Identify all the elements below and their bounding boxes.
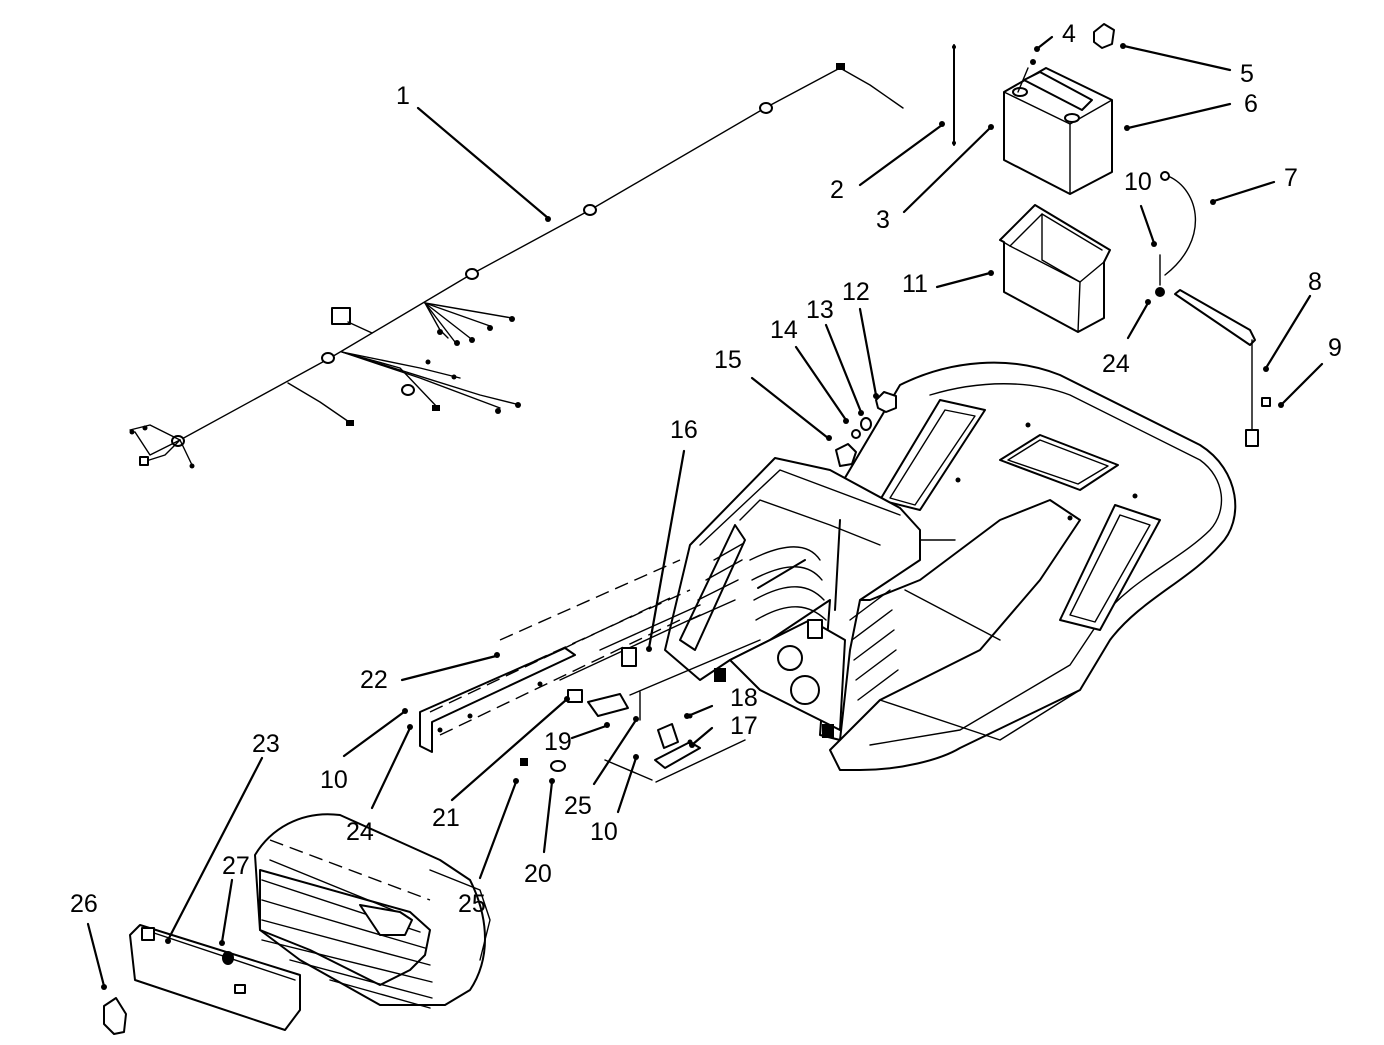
callout-8: 8 <box>1308 268 1322 296</box>
callout-21: 21 <box>432 804 460 832</box>
frame-rail <box>419 559 761 753</box>
callout-18: 18 <box>730 684 758 712</box>
callout-12: 12 <box>842 278 870 306</box>
hood <box>254 813 491 1009</box>
callout-10-lower: 10 <box>590 818 618 846</box>
callout-10-left: 10 <box>320 766 348 794</box>
front-bumper <box>129 924 301 1031</box>
callout-4: 4 <box>1062 20 1076 48</box>
callout-7: 7 <box>1284 164 1298 192</box>
callout-22: 22 <box>360 666 388 694</box>
callout-14: 14 <box>770 316 798 344</box>
rod-part <box>952 44 956 146</box>
terminal-cover <box>1030 23 1115 65</box>
callout-17: 17 <box>730 712 758 740</box>
callout-20: 20 <box>524 860 552 888</box>
callout-labels: 1 2 3 4 5 6 7 10 11 8 24 9 12 13 14 15 1… <box>70 20 1342 918</box>
callout-3: 3 <box>876 206 890 234</box>
callout-1: 1 <box>396 82 410 110</box>
callout-26: 26 <box>70 890 98 918</box>
callout-5: 5 <box>1240 60 1254 88</box>
battery <box>1003 67 1113 195</box>
leader-lines <box>86 35 1324 990</box>
solenoid-assembly <box>520 647 746 783</box>
callout-9: 9 <box>1328 334 1342 362</box>
callout-27: 27 <box>222 852 250 880</box>
decal <box>103 997 127 1035</box>
battery-tray <box>999 204 1111 333</box>
battery-cable <box>1155 171 1197 297</box>
bumper-bolt <box>222 951 234 965</box>
callout-10-battery: 10 <box>1124 168 1152 196</box>
callout-19: 19 <box>544 728 572 756</box>
callout-25-upper: 25 <box>564 792 592 820</box>
wiring-harness <box>129 63 904 469</box>
callout-16: 16 <box>670 416 698 444</box>
callout-25-lower: 25 <box>458 890 486 918</box>
dash-panel <box>664 457 921 741</box>
fender-body <box>789 361 1237 771</box>
callout-24-battery: 24 <box>1102 350 1130 378</box>
callout-6: 6 <box>1244 90 1258 118</box>
callout-13: 13 <box>806 296 834 324</box>
callout-15: 15 <box>714 346 742 374</box>
key-switch-parts <box>835 391 897 467</box>
callout-11: 11 <box>902 270 928 298</box>
callout-24-left: 24 <box>346 818 374 846</box>
callout-2: 2 <box>830 176 844 204</box>
battery-hold-down <box>1174 289 1271 447</box>
callout-23: 23 <box>252 730 280 758</box>
